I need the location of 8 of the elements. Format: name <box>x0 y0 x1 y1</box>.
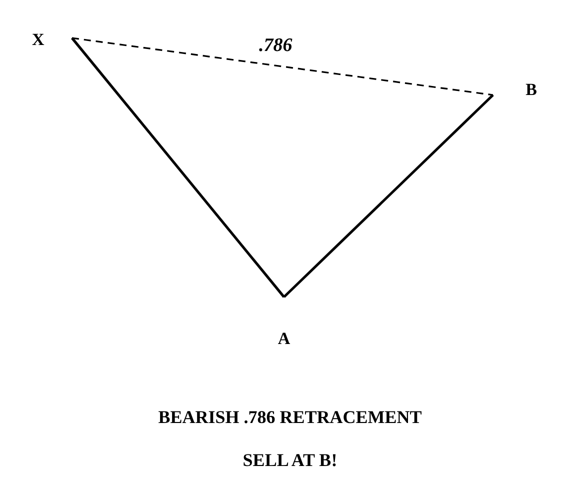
caption-text: SELL AT B! <box>242 451 338 469</box>
caption-text: BEARISH .786 RETRACEMENT <box>158 408 422 426</box>
line <box>283 94 494 298</box>
line <box>71 37 285 298</box>
point-label: X <box>32 30 44 48</box>
point-label: B <box>526 80 537 98</box>
point-label: A <box>278 330 290 347</box>
dashed-line <box>72 37 494 96</box>
